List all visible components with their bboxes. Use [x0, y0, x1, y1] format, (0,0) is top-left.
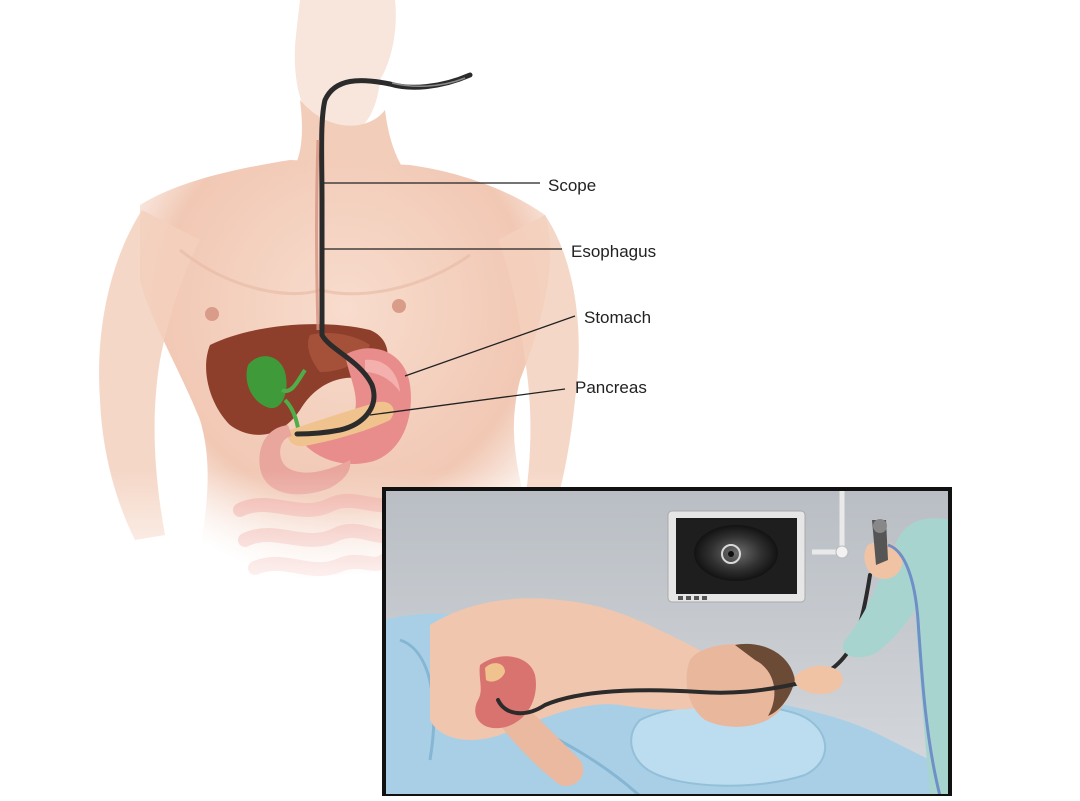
- anatomy-figure: [90, 0, 579, 610]
- pancreas-leader-line: [369, 388, 566, 416]
- esophagus-organ: [315, 139, 320, 331]
- nipple-right: [392, 299, 406, 313]
- head: [294, 0, 396, 134]
- stomach-highlight: [365, 359, 400, 392]
- pancreas-label: Pancreas: [575, 378, 647, 397]
- gallbladder: [246, 356, 287, 409]
- esophagus-label: Esophagus: [571, 242, 656, 261]
- scope-label: Scope: [548, 176, 596, 195]
- scope-tube-highlight: [391, 77, 466, 88]
- nipple-left: [205, 307, 219, 321]
- procedure-inset: [382, 487, 952, 798]
- monitor-arm-joint: [835, 545, 849, 559]
- scope-tube: [294, 72, 473, 437]
- arm-right: [498, 215, 579, 540]
- stomach-leader-line: [404, 315, 576, 377]
- patient-pancreas: [485, 663, 505, 682]
- physician-hand-lower: [794, 665, 843, 694]
- ultrasound-monitor-icon: [667, 510, 806, 603]
- physician-gown: [842, 518, 950, 796]
- endoscope-control: [873, 519, 887, 533]
- patient-arm: [500, 700, 584, 786]
- stomach-label: Stomach: [584, 308, 651, 327]
- callouts: Scope Esophagus Stomach Pancreas: [324, 176, 656, 416]
- arm-left: [99, 210, 200, 540]
- patient-hair: [735, 643, 795, 716]
- endoscope-cable: [887, 543, 942, 797]
